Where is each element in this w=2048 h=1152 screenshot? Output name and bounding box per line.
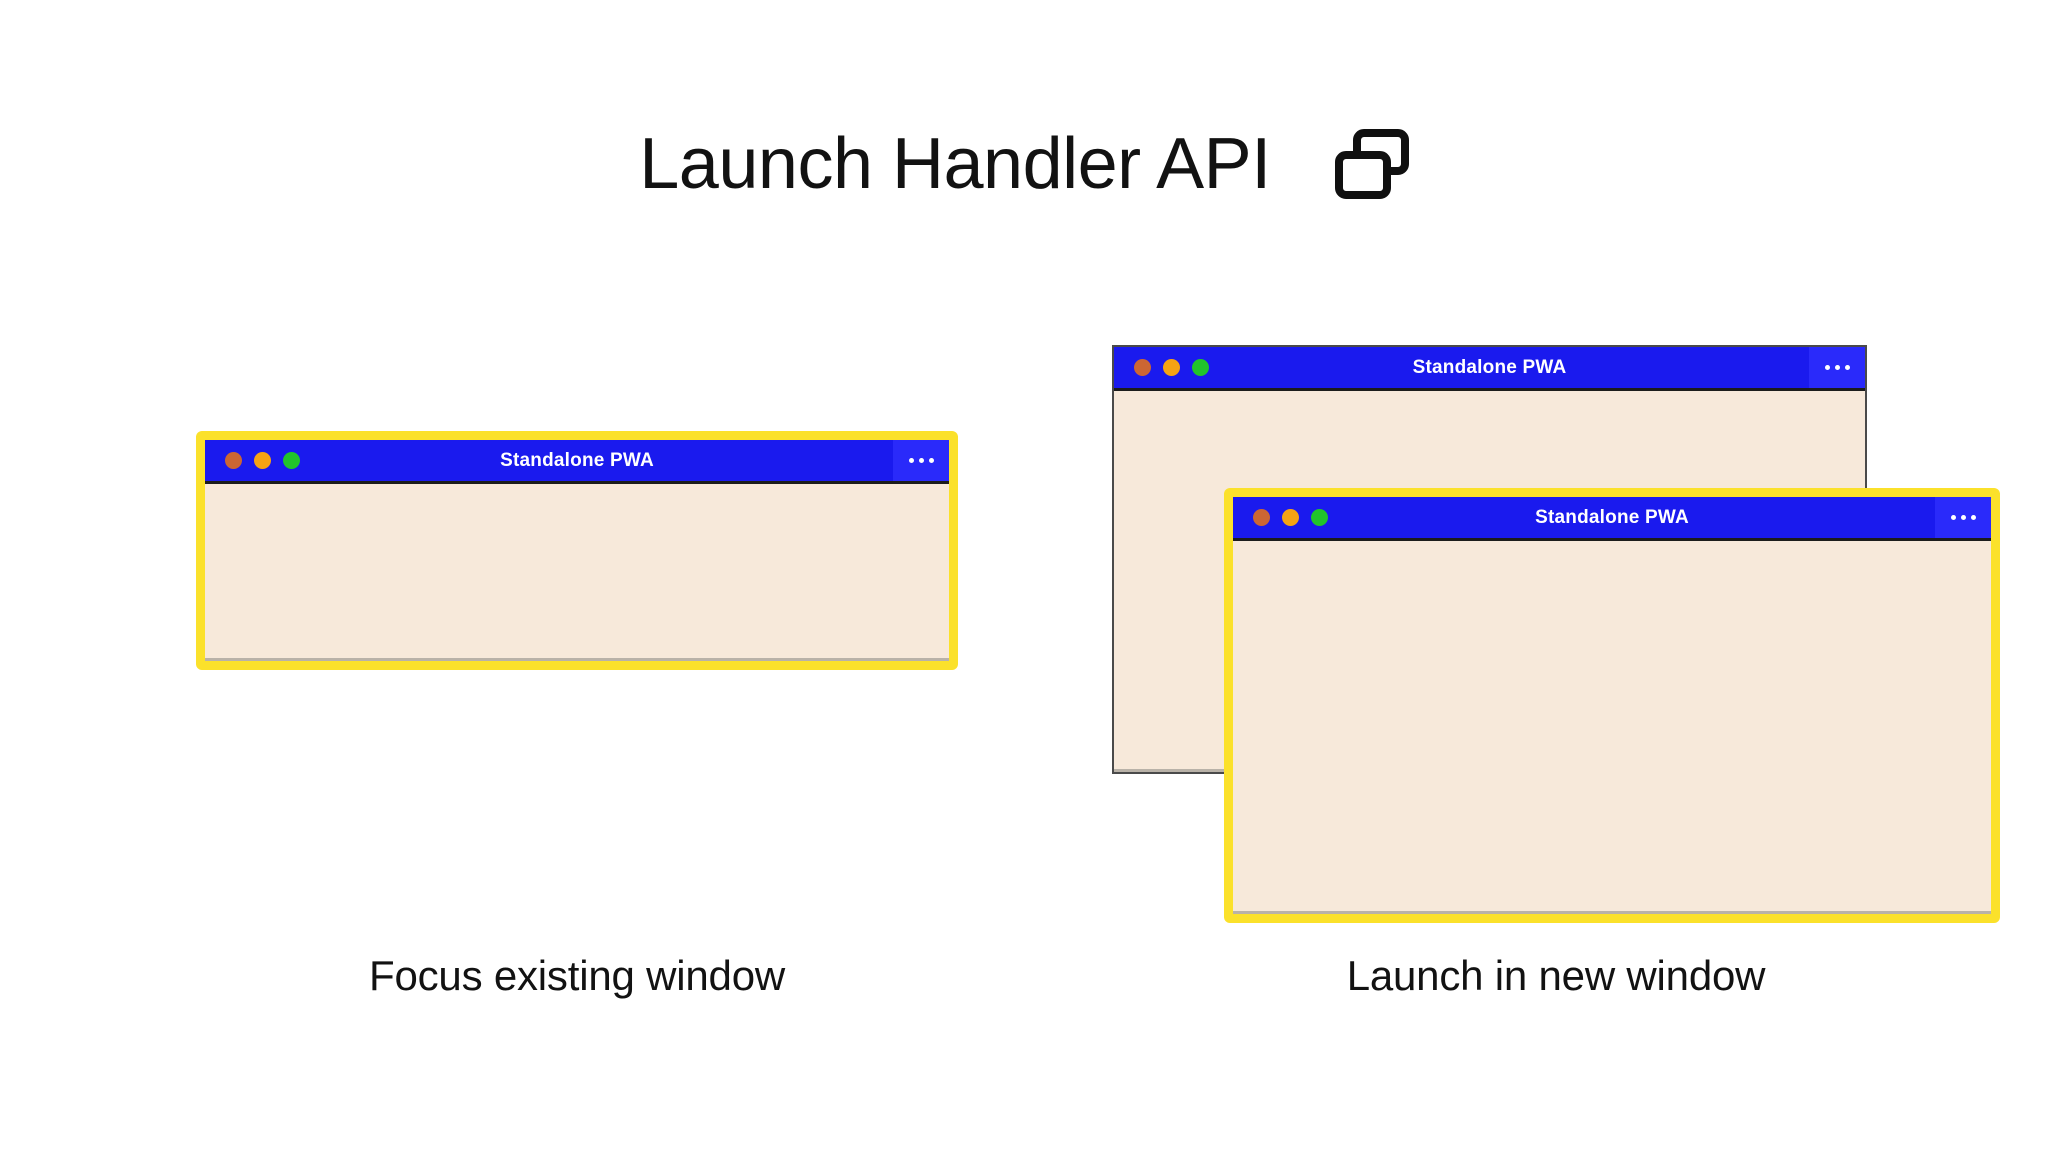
traffic-light-group bbox=[1114, 359, 1209, 376]
minimize-dot[interactable] bbox=[1282, 509, 1299, 526]
window-titlebar[interactable]: Standalone PWA bbox=[1114, 347, 1865, 391]
window-frame: Standalone PWA bbox=[205, 440, 949, 661]
close-dot[interactable] bbox=[225, 452, 242, 469]
maximize-dot[interactable] bbox=[283, 452, 300, 469]
multi-window-icon bbox=[1334, 129, 1409, 199]
ellipsis-icon[interactable] bbox=[1809, 347, 1865, 388]
ellipsis-dot bbox=[1970, 515, 1976, 520]
page-title: Launch Handler API bbox=[639, 124, 1271, 204]
traffic-light-group bbox=[205, 452, 300, 469]
ellipsis-dot bbox=[1950, 515, 1956, 520]
slide-header: Launch Handler API bbox=[0, 128, 2048, 200]
window-title: Standalone PWA bbox=[1535, 506, 1689, 528]
window-title: Standalone PWA bbox=[1412, 356, 1567, 378]
caption-focus-existing-window: Focus existing window bbox=[369, 952, 785, 999]
ellipsis-dot bbox=[1960, 515, 1966, 520]
window-content-area[interactable] bbox=[1233, 541, 1991, 914]
caption-launch-in-new-window: Launch in new window bbox=[1346, 952, 1766, 999]
window-content-area[interactable] bbox=[205, 484, 949, 661]
minimize-dot[interactable] bbox=[254, 452, 271, 469]
window-titlebar[interactable]: Standalone PWA bbox=[1233, 497, 1991, 541]
ellipsis-dot bbox=[1844, 365, 1850, 370]
window-frame: Standalone PWA bbox=[1233, 497, 1991, 914]
window-titlebar[interactable]: Standalone PWA bbox=[205, 440, 949, 484]
traffic-light-group bbox=[1233, 509, 1328, 526]
new-window-front[interactable]: Standalone PWA bbox=[1224, 488, 2000, 923]
ellipsis-dot bbox=[1824, 365, 1830, 370]
ellipsis-dot bbox=[918, 458, 924, 463]
ellipsis-dot bbox=[928, 458, 934, 463]
window-title: Standalone PWA bbox=[500, 449, 654, 471]
maximize-dot[interactable] bbox=[1311, 509, 1328, 526]
close-dot[interactable] bbox=[1253, 509, 1270, 526]
ellipsis-icon[interactable] bbox=[893, 440, 949, 481]
focus-existing-window[interactable]: Standalone PWA bbox=[196, 431, 958, 670]
ellipsis-dot bbox=[1834, 365, 1840, 370]
ellipsis-icon[interactable] bbox=[1935, 497, 1991, 538]
minimize-dot[interactable] bbox=[1163, 359, 1180, 376]
maximize-dot[interactable] bbox=[1192, 359, 1209, 376]
ellipsis-dot bbox=[908, 458, 914, 463]
close-dot[interactable] bbox=[1134, 359, 1151, 376]
